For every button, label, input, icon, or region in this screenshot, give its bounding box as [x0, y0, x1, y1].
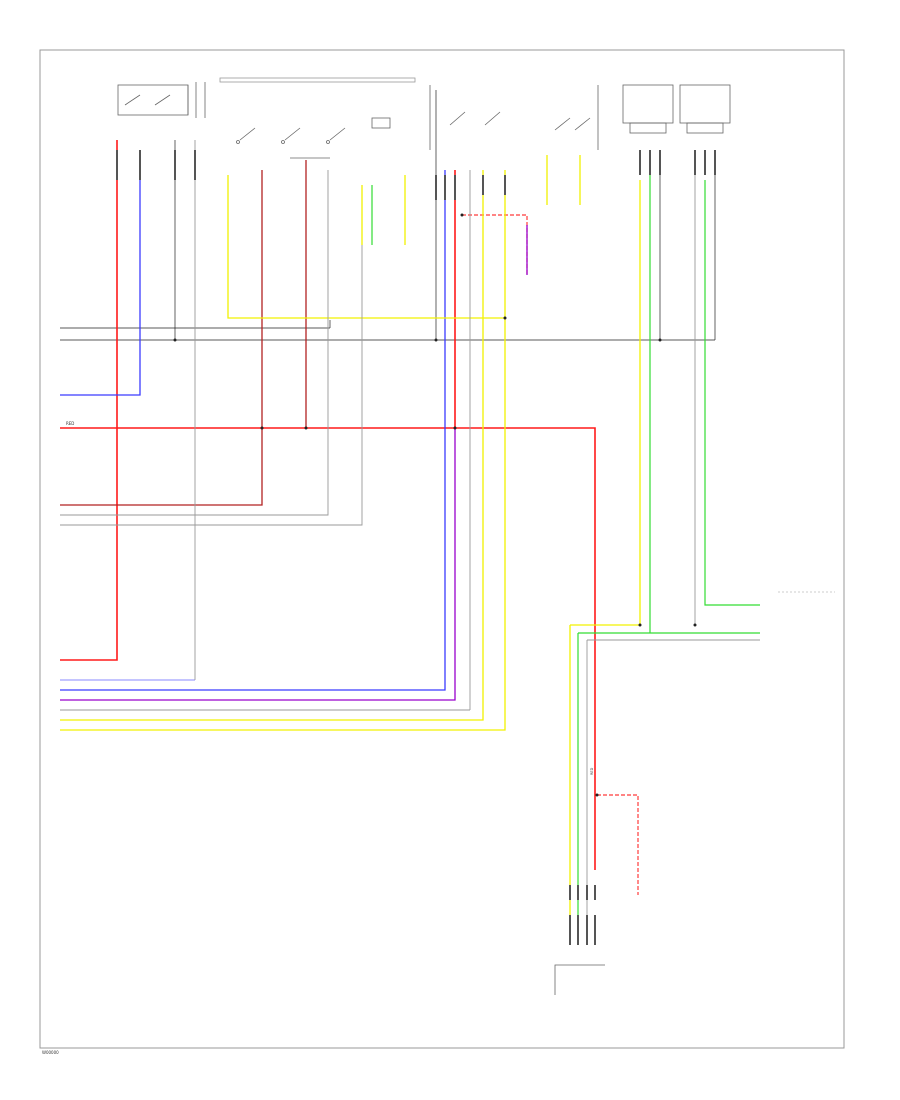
- wire-blue: [60, 150, 446, 691]
- component-module-a: [622, 84, 674, 134]
- ground-bus: [60, 90, 716, 341]
- component-module-b: [679, 84, 731, 134]
- component-center-switch-group: [219, 77, 416, 159]
- diagram-frame: [39, 49, 845, 1049]
- wire-yellow: [60, 155, 641, 915]
- wire-green: [371, 150, 760, 915]
- component-bottom-connector: [554, 964, 605, 995]
- wire-red-dashed: [462, 214, 639, 895]
- wire-dark-red: [60, 160, 307, 506]
- component-right-relay-group: [429, 85, 599, 150]
- wire-red-trunk: [60, 140, 596, 870]
- wire-label-red-vertical: RED: [590, 767, 594, 775]
- junction-dots: [173, 213, 697, 797]
- connector-stubs: [116, 150, 716, 945]
- component-left-switch-box: [117, 82, 206, 118]
- footer-code: W00000: [42, 1050, 59, 1055]
- wire-gray: [60, 140, 760, 915]
- wire-label-red: RED: [66, 421, 74, 426]
- wire-violet: [60, 225, 528, 701]
